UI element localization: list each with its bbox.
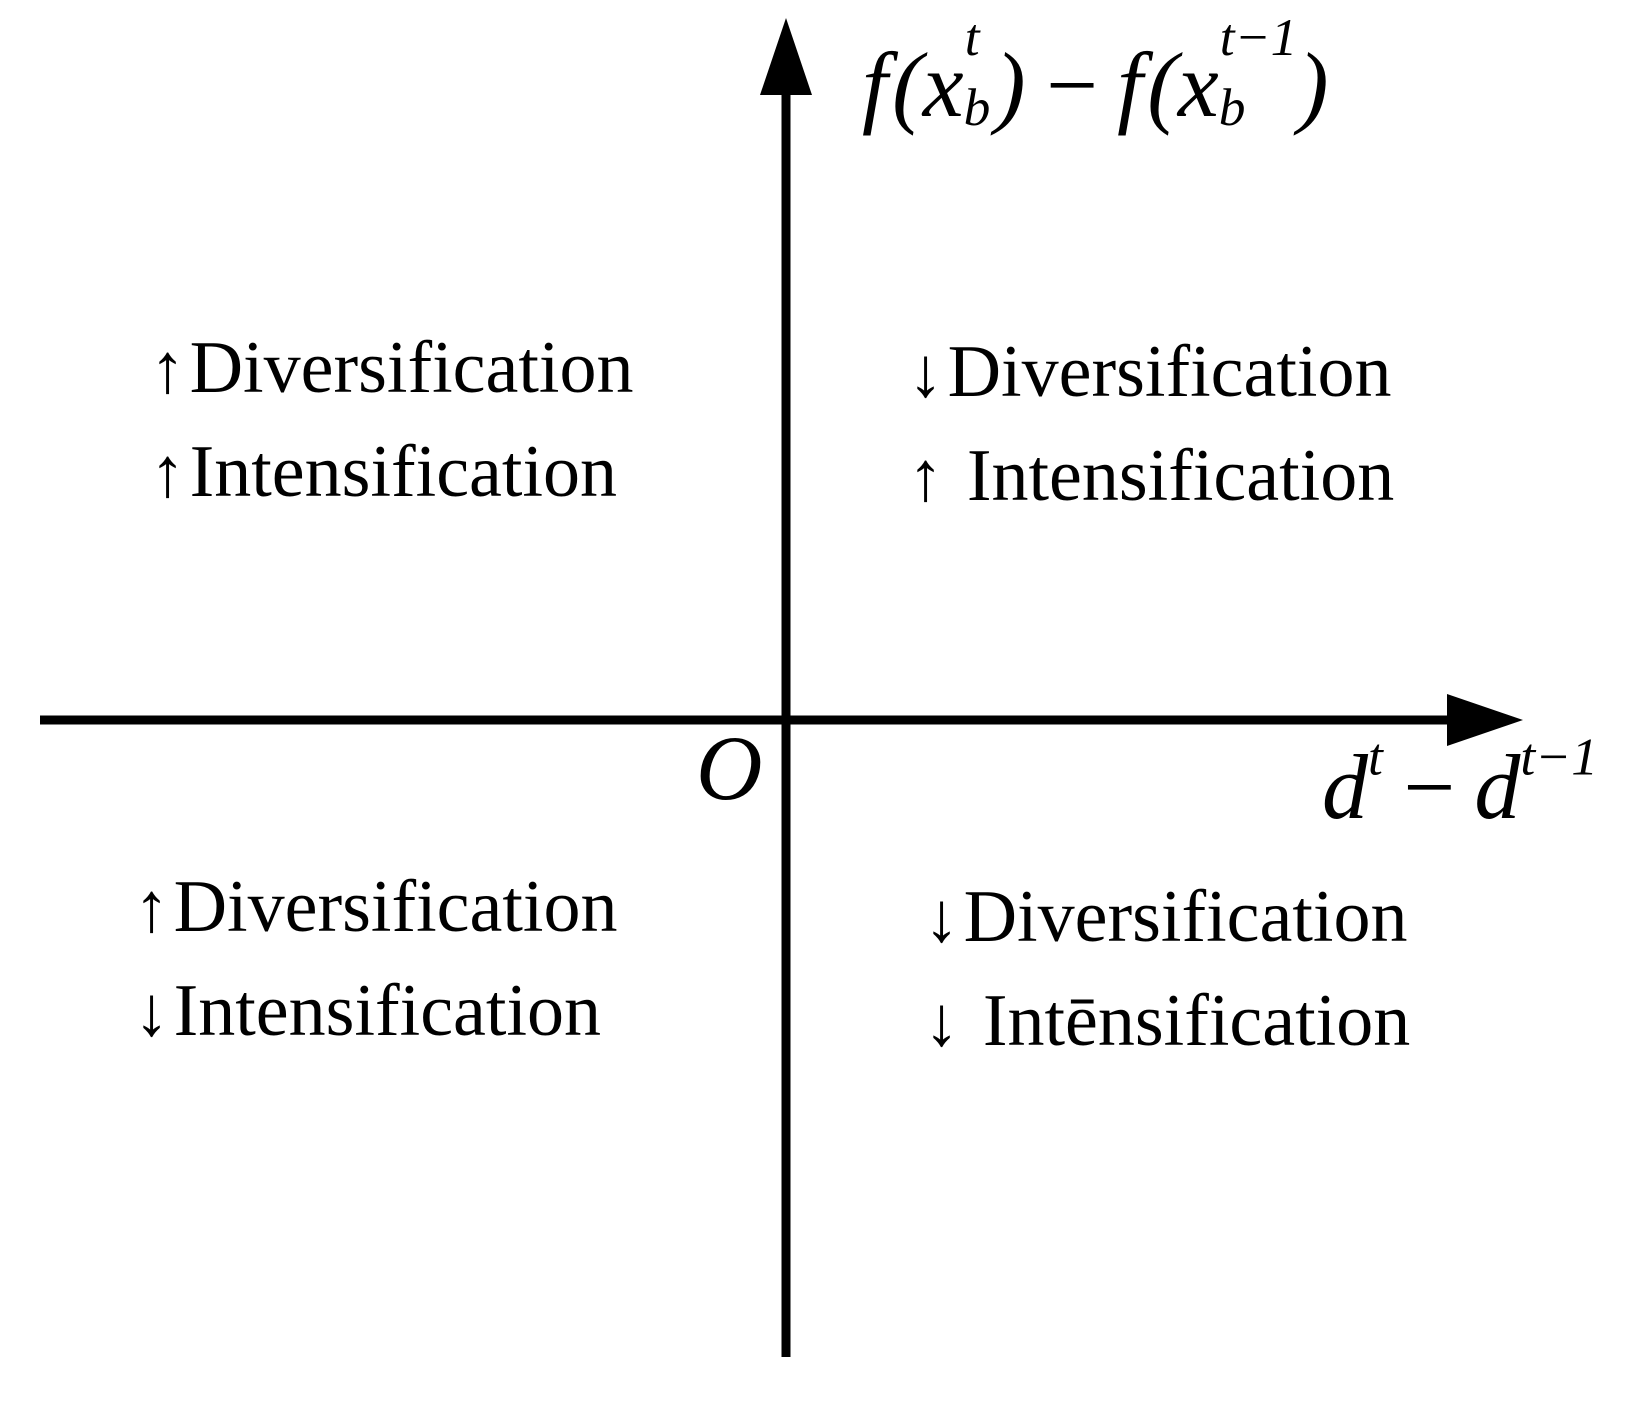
diversification-line: ↑Diversification bbox=[134, 856, 617, 960]
quadrant-bottom-left: ↑Diversification ↓Intensification bbox=[134, 856, 617, 1064]
up-arrow-icon: ↑ bbox=[908, 438, 944, 516]
quadrant-bottom-right: ↓Diversification ↓ Intēnsification bbox=[924, 866, 1410, 1074]
minus-sign: − bbox=[1040, 34, 1103, 136]
x-axis-label: dt−dt−1 bbox=[1322, 730, 1598, 841]
diversification-line: ↓Diversification bbox=[908, 321, 1394, 425]
math-var-x: x bbox=[1177, 34, 1219, 136]
term-label: Diversification bbox=[963, 876, 1408, 958]
up-arrow-icon: ↑ bbox=[150, 434, 186, 512]
y-axis-arrowhead-icon bbox=[760, 18, 812, 95]
math-superscript: t bbox=[1368, 726, 1383, 787]
math-f: f bbox=[862, 34, 888, 136]
up-arrow-icon: ↑ bbox=[134, 869, 170, 947]
down-arrow-icon: ↓ bbox=[134, 973, 170, 1051]
math-paren-open: ( bbox=[1147, 34, 1178, 136]
term-label: Intensification bbox=[966, 435, 1395, 517]
quadrant-top-left: ↑Diversification ↑Intensification bbox=[150, 317, 633, 525]
intensification-line: ↑Intensification bbox=[150, 421, 633, 525]
down-arrow-icon: ↓ bbox=[924, 879, 960, 957]
math-paren-open: ( bbox=[892, 34, 923, 136]
intensification-line: ↓ Intēnsification bbox=[924, 970, 1410, 1074]
intensification-line: ↑ Intensification bbox=[908, 425, 1394, 529]
term-label: Intensification bbox=[189, 431, 618, 513]
x-axis-arrowhead-icon bbox=[1447, 694, 1523, 746]
diversification-line: ↑Diversification bbox=[150, 317, 633, 421]
math-paren-close: ) bbox=[994, 34, 1026, 136]
down-arrow-icon: ↓ bbox=[908, 334, 944, 412]
math-f: f bbox=[1117, 34, 1143, 136]
diversification-line: ↓Diversification bbox=[924, 866, 1410, 970]
up-arrow-icon: ↑ bbox=[150, 330, 186, 408]
math-superscript: t−1 bbox=[1219, 7, 1298, 68]
term-label: Intēnsification bbox=[982, 980, 1411, 1062]
math-paren-close: ) bbox=[1297, 34, 1329, 136]
math-superscript: t−1 bbox=[1520, 726, 1598, 787]
term-label: Diversification bbox=[173, 866, 618, 948]
term-label: Intensification bbox=[173, 970, 602, 1052]
math-subscript: b bbox=[963, 77, 991, 138]
down-arrow-icon: ↓ bbox=[924, 983, 960, 1061]
origin-label: O bbox=[696, 717, 763, 819]
math-var-d: d bbox=[1474, 736, 1521, 838]
quadrant-top-right: ↓Diversification ↑ Intensification bbox=[908, 321, 1394, 529]
term-label: Diversification bbox=[189, 327, 634, 409]
math-superscript: t bbox=[964, 7, 980, 68]
intensification-line: ↓Intensification bbox=[134, 960, 617, 1064]
math-subscript: b bbox=[1218, 77, 1246, 138]
term-label: Diversification bbox=[947, 331, 1392, 413]
math-var-d: d bbox=[1322, 736, 1368, 838]
math-var-x: x bbox=[922, 34, 964, 136]
minus-sign: − bbox=[1397, 736, 1460, 838]
